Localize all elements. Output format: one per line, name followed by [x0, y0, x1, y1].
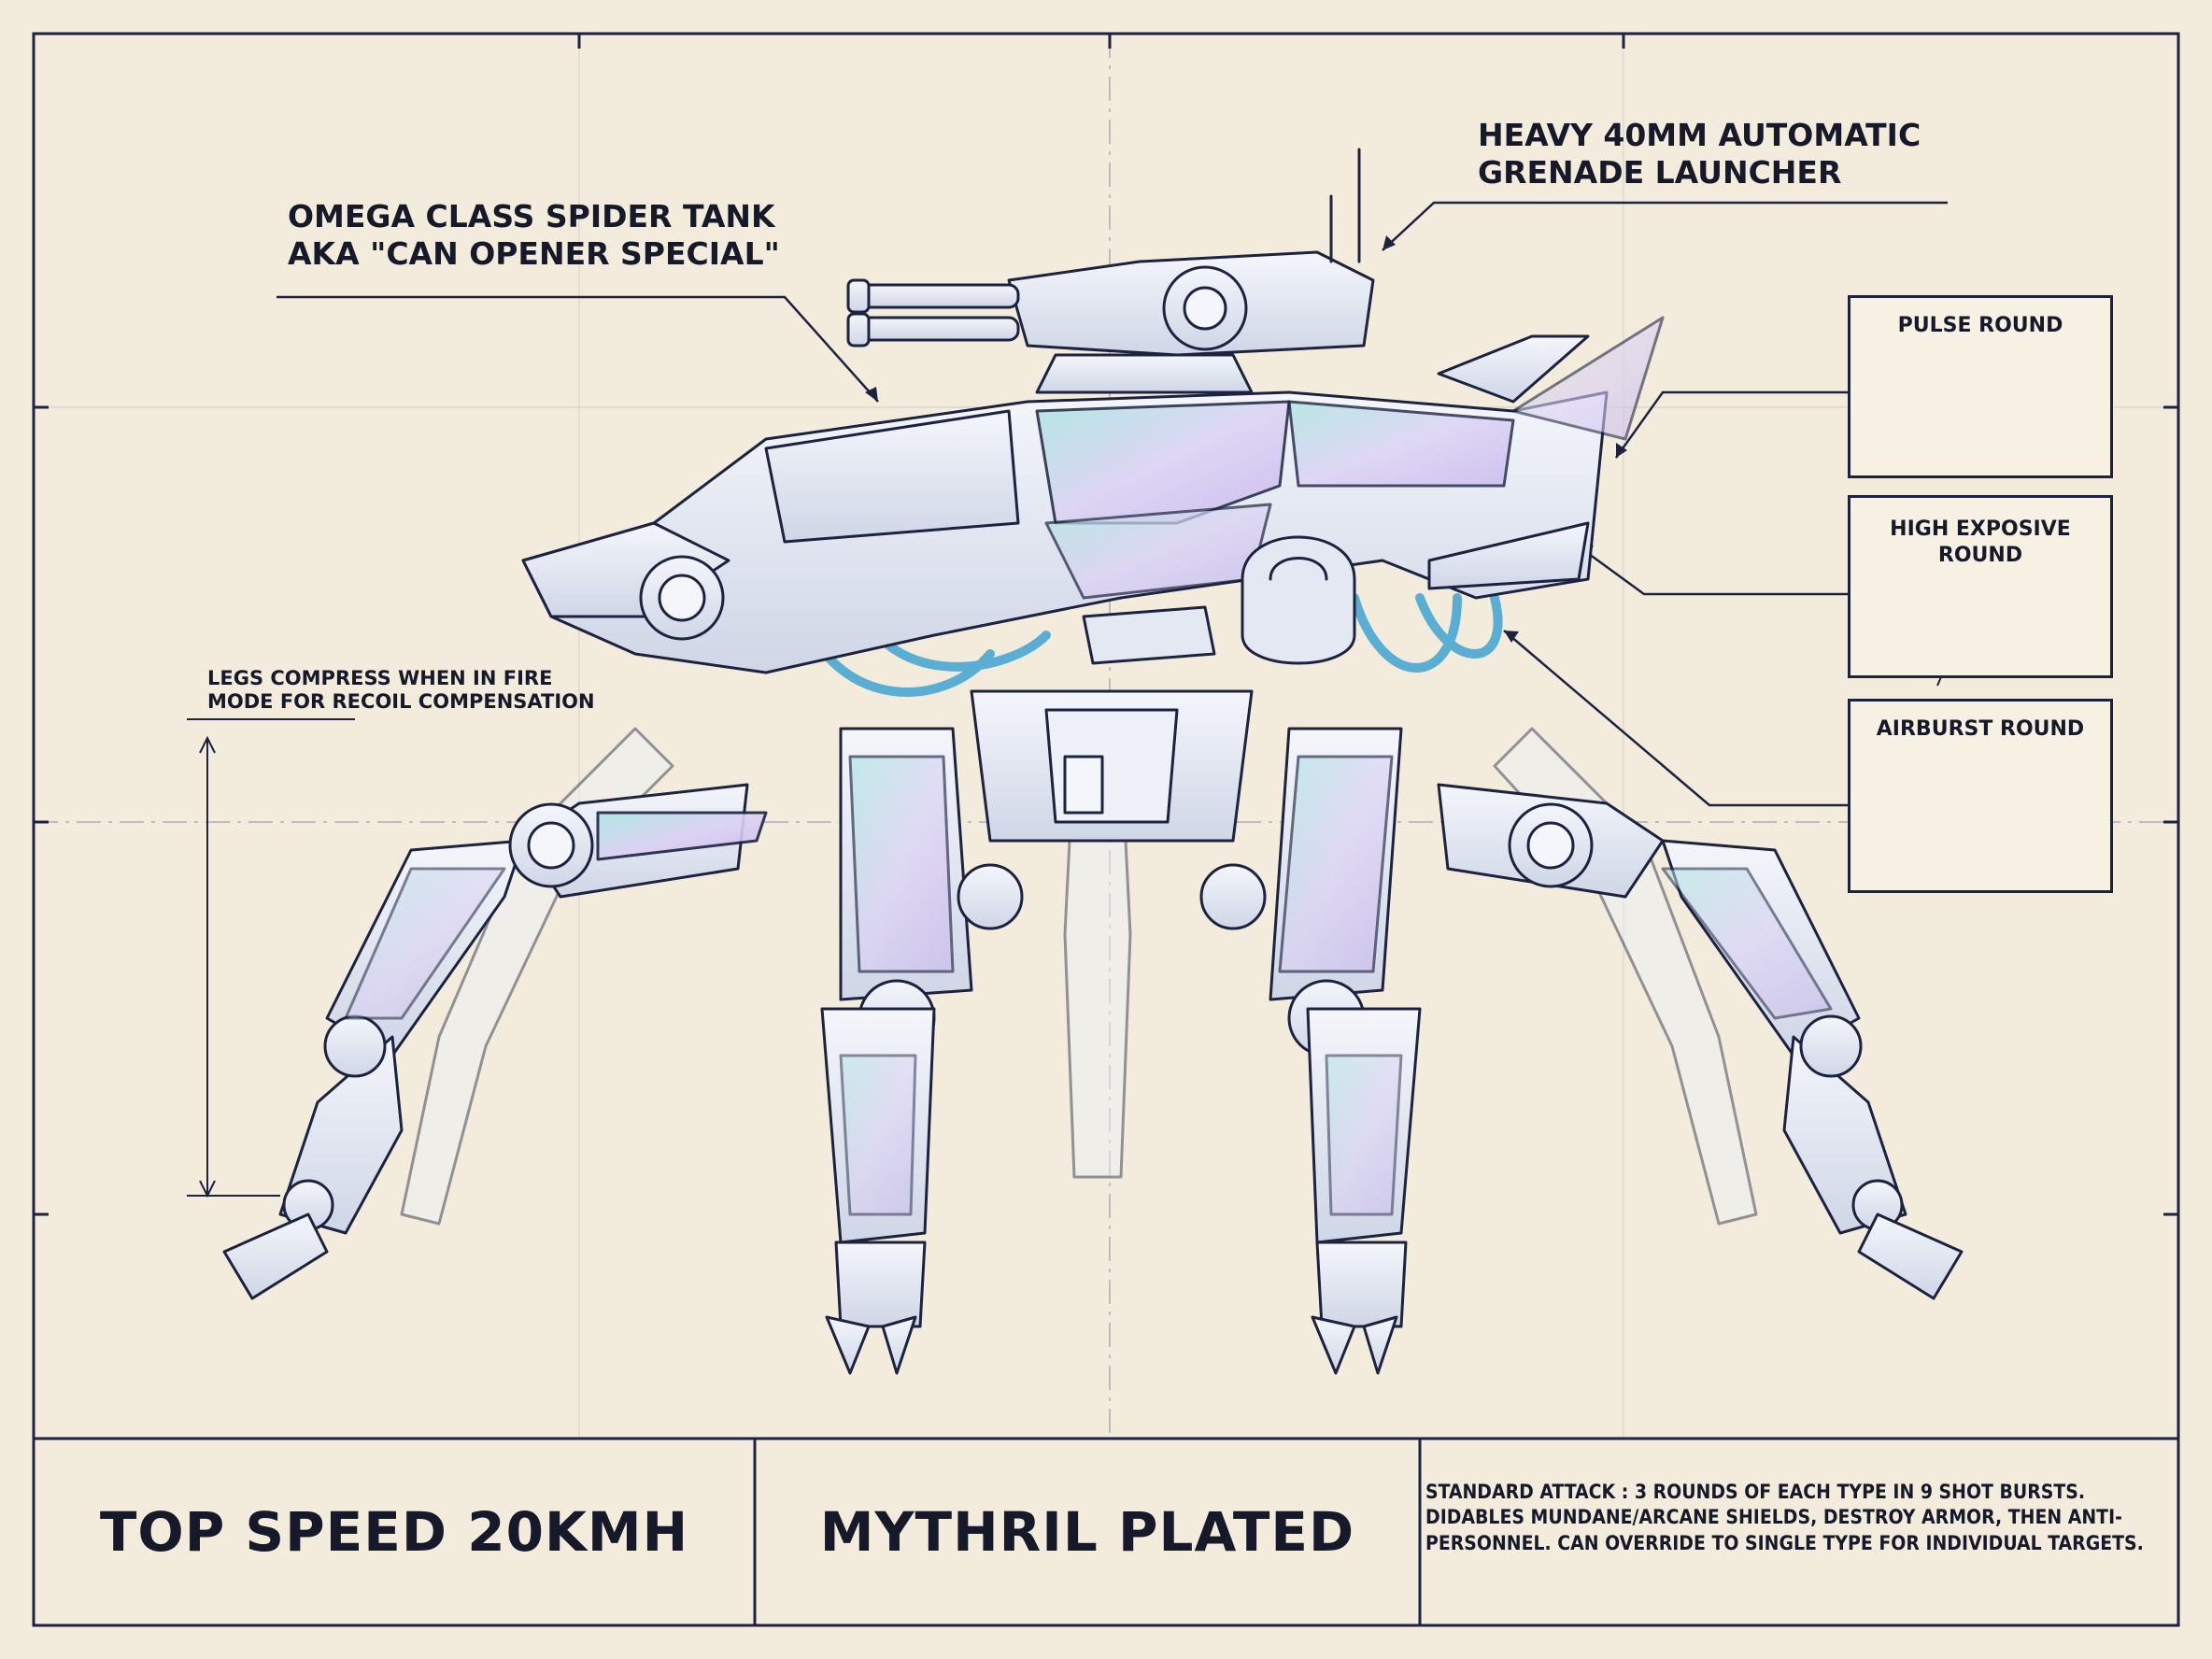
weapon-callout: HEAVY 40MM AUTOMATIC GRENADE LAUNCHER: [1478, 117, 1921, 191]
ammo-title-line-2: ROUND: [1937, 543, 2023, 567]
ammo-box-airburst-round: AIRBURST ROUND: [1848, 699, 2113, 893]
left-front-leg: [820, 727, 973, 1375]
leader-lines: [276, 201, 1948, 807]
ammo-title: HIGH EXPOSIVE ROUND: [1850, 517, 2110, 568]
legs-line-2: MODE FOR RECOIL COMPENSATION: [207, 690, 595, 714]
ammo-title-line-1: HIGH EXPOSIVE: [1890, 518, 2071, 541]
right-front-leg: [1269, 727, 1422, 1375]
outer-frame: [32, 32, 2180, 1627]
weapon-line-2: GRENADE LAUNCHER: [1478, 153, 1842, 191]
ammo-title: PULSE ROUND: [1897, 314, 2063, 337]
ammo-box-high-explosive-round: HIGH EXPOSIVE ROUND: [1848, 495, 2113, 678]
footer-plating-cell: MYTHRIL PLATED: [755, 1439, 1420, 1625]
tank-name-callout: OMEGA CLASS SPIDER TANK AKA "CAN OPENER …: [288, 198, 780, 272]
plating: MYTHRIL PLATED: [819, 1500, 1355, 1564]
attack-line-1: STANDARD ATTACK : 3 ROUNDS OF EACH TYPE …: [1425, 1481, 2086, 1503]
left-outer-leg: [222, 783, 768, 1300]
attack-line-3: PERSONNEL. CAN OVERRIDE TO SINGLE TYPE F…: [1425, 1531, 2144, 1554]
right-outer-leg: [1437, 783, 1964, 1300]
main-hull: [521, 316, 1665, 674]
attack-line-2: DIDABLES MUNDANE/ARCANE SHIELDS, DESTROY…: [1425, 1506, 2122, 1529]
tank-name-line-1: OMEGA CLASS SPIDER TANK: [288, 198, 775, 234]
hip-assembly: [957, 689, 1267, 930]
top-speed: TOP SPEED 20KMH: [99, 1500, 689, 1564]
leg-compression-dimension: [187, 718, 355, 1198]
footer-speed-cell: TOP SPEED 20KMH: [34, 1439, 755, 1625]
legs-callout: LEGS COMPRESS WHEN IN FIRE MODE FOR RECO…: [207, 667, 595, 714]
legs-line-1: LEGS COMPRESS WHEN IN FIRE: [207, 667, 553, 689]
turret: [846, 148, 1375, 394]
frame-ticks: [34, 34, 2178, 1216]
ammo-title: AIRBURST ROUND: [1876, 717, 2085, 741]
tank-name-line-2: AKA "CAN OPENER SPECIAL": [288, 234, 780, 272]
weapon-line-1: HEAVY 40MM AUTOMATIC: [1478, 117, 1921, 153]
spider-tank-illustration: [222, 148, 1964, 1375]
standard-attack-description: STANDARD ATTACK : 3 ROUNDS OF EACH TYPE …: [1425, 1480, 2173, 1556]
ammo-box-pulse-round: PULSE ROUND: [1848, 295, 2113, 478]
